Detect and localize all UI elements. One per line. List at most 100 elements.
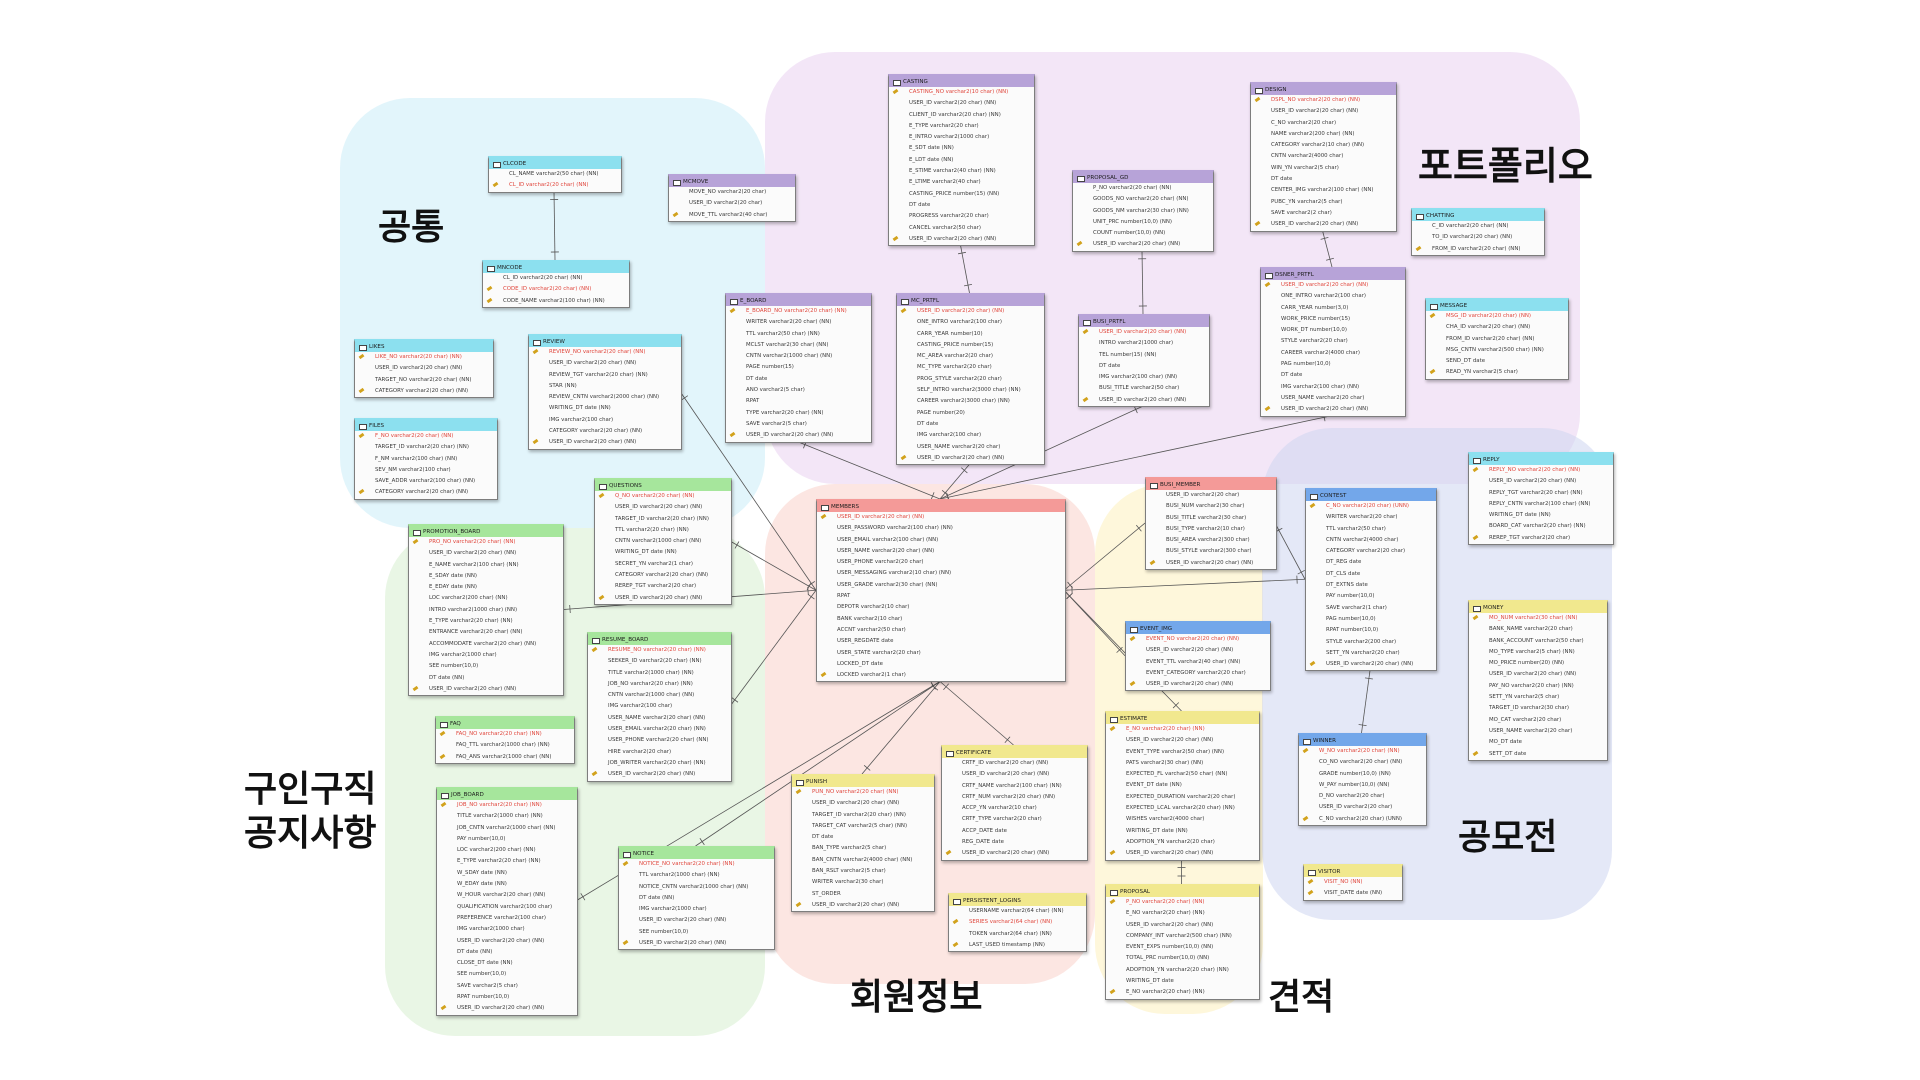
field-row: EXPECTED_LCAL varchar2(20 char) (NN)	[1126, 805, 1235, 812]
field-row: COUNT number(10,0) (NN)	[1093, 230, 1166, 237]
field-row: WRITER varchar2(30 char)	[812, 879, 884, 886]
field-row: USER_GRADE varchar2(30 char) (NN)	[837, 581, 938, 588]
field-row: EXPECTED_DURATION varchar2(20 char)	[1126, 793, 1236, 800]
field-row: WRITING_DT date (NN)	[1126, 827, 1188, 834]
relationship-line	[679, 391, 817, 591]
field-row: SECRET_YN varchar2(1 char)	[615, 560, 693, 567]
field-row: DT date (NN)	[429, 674, 465, 681]
field-row: USER_ID varchar2(20 char)	[689, 200, 763, 207]
field-row: UNIT_PRC number(10,0) (NN)	[1093, 218, 1172, 225]
field-row: DT date (NN)	[639, 894, 675, 901]
field-row: REREP_TGT varchar2(20 char)	[1469, 533, 1613, 544]
field-row: EVENT_CATEGORY varchar2(20 char)	[1146, 669, 1246, 676]
table-title: MESSAGE	[1426, 301, 1568, 311]
field-row: E_TYPE varchar2(20 char) (NN)	[429, 618, 513, 625]
field-row: C_NO varchar2(20 char)	[1271, 119, 1337, 126]
field-row: E_TYPE varchar2(20 char)	[909, 122, 979, 129]
field-row: CATEGORY varchar2(10 char) (NN)	[1271, 142, 1365, 149]
field-row: USER_NAME varchar2(20 char)	[917, 443, 1001, 450]
field-row: WORK_DT number(10,0)	[1281, 327, 1347, 334]
field-row: USER_ID varchar2(20 char) (NN)	[615, 504, 703, 511]
table-title: LIKES	[355, 342, 493, 352]
field-row: IMG varchar2(100 char) (NN)	[1099, 374, 1178, 381]
table-title: CONTEST	[1306, 491, 1436, 501]
relationship-line	[939, 415, 1333, 500]
field-row: WORK_PRICE number(15)	[1281, 315, 1351, 322]
cardinality-mark	[863, 764, 871, 771]
field-row: JOB_NO varchar2(20 char) (NN)	[608, 680, 693, 687]
field-row: USER_ID varchar2(20 char) (NN)	[726, 430, 871, 441]
field-row: CATEGORY varchar2(20 char) (NN)	[355, 386, 493, 397]
field-row: C_NO varchar2(20 char) (UNN)	[1299, 814, 1426, 825]
field-row: IMG varchar2(100 char)	[917, 432, 982, 439]
field-row: TARGET_ID varchar2(20 char) (NN)	[812, 811, 906, 818]
field-row: SETT_YN varchar2(5 char)	[1489, 694, 1560, 701]
relationship-line	[1063, 578, 1306, 591]
field-row: MO_PRICE number(20) (NN)	[1489, 660, 1565, 667]
table-title: REVIEW	[529, 337, 681, 347]
table-title: E_BOARD	[726, 296, 871, 306]
field-row: VISIT_DATE date (NN)	[1304, 888, 1402, 899]
field-row: WRITING_DT date (NN)	[1489, 512, 1551, 519]
field-row: CODE_NAME varchar2(100 char) (NN)	[483, 296, 629, 307]
field-row: SAVE varchar2(1 char)	[1326, 604, 1387, 611]
field-row: FAQ_TTL varchar2(1000 char) (NN)	[456, 742, 550, 749]
field-row: F_NM varchar2(100 char) (NN)	[375, 455, 458, 462]
field-row: BUSI_AREA varchar2(300 char)	[1166, 537, 1250, 544]
table-title: JOB_BOARD	[437, 790, 577, 800]
field-row: USER_ID varchar2(20 char) (NN)	[942, 848, 1087, 859]
field-row: CNTN varchar2(1000 char) (NN)	[746, 353, 833, 360]
field-row: USER_ID varchar2(20 char) (NN)	[1251, 219, 1396, 230]
field-row: E_LTIME varchar2(40 char)	[909, 179, 981, 186]
field-row: PROG_STYLE varchar2(20 char)	[917, 375, 1002, 382]
field-row: SEEKER_ID varchar2(20 char) (NN)	[608, 658, 702, 665]
field-row: REREP_TGT varchar2(20 char)	[615, 583, 697, 590]
field-row: EVENT_TTL varchar2(40 char) (NN)	[1146, 658, 1241, 665]
table-title: FAQ	[436, 719, 574, 729]
field-row: PUN_NO varchar2(20 char) (NN)	[792, 787, 934, 798]
field-row: USER_PHONE varchar2(20 char) (NN)	[608, 737, 709, 744]
field-row: CRTF_TYPE varchar2(20 char)	[962, 816, 1042, 823]
field-row: DT date	[812, 834, 834, 841]
field-row: E_NO varchar2(20 char) (NN)	[1126, 910, 1205, 917]
field-row: BUSI_TITLE varchar2(50 char)	[1099, 385, 1180, 392]
field-row: NOTICE_NO varchar2(20 char) (NN)	[619, 859, 774, 870]
field-row: MOVE_NO varchar2(20 char)	[689, 189, 767, 195]
field-row: MO_TYPE varchar2(5 char) (NN)	[1489, 648, 1575, 655]
field-row: USERNAME varchar2(64 char) (NN)	[969, 908, 1064, 914]
